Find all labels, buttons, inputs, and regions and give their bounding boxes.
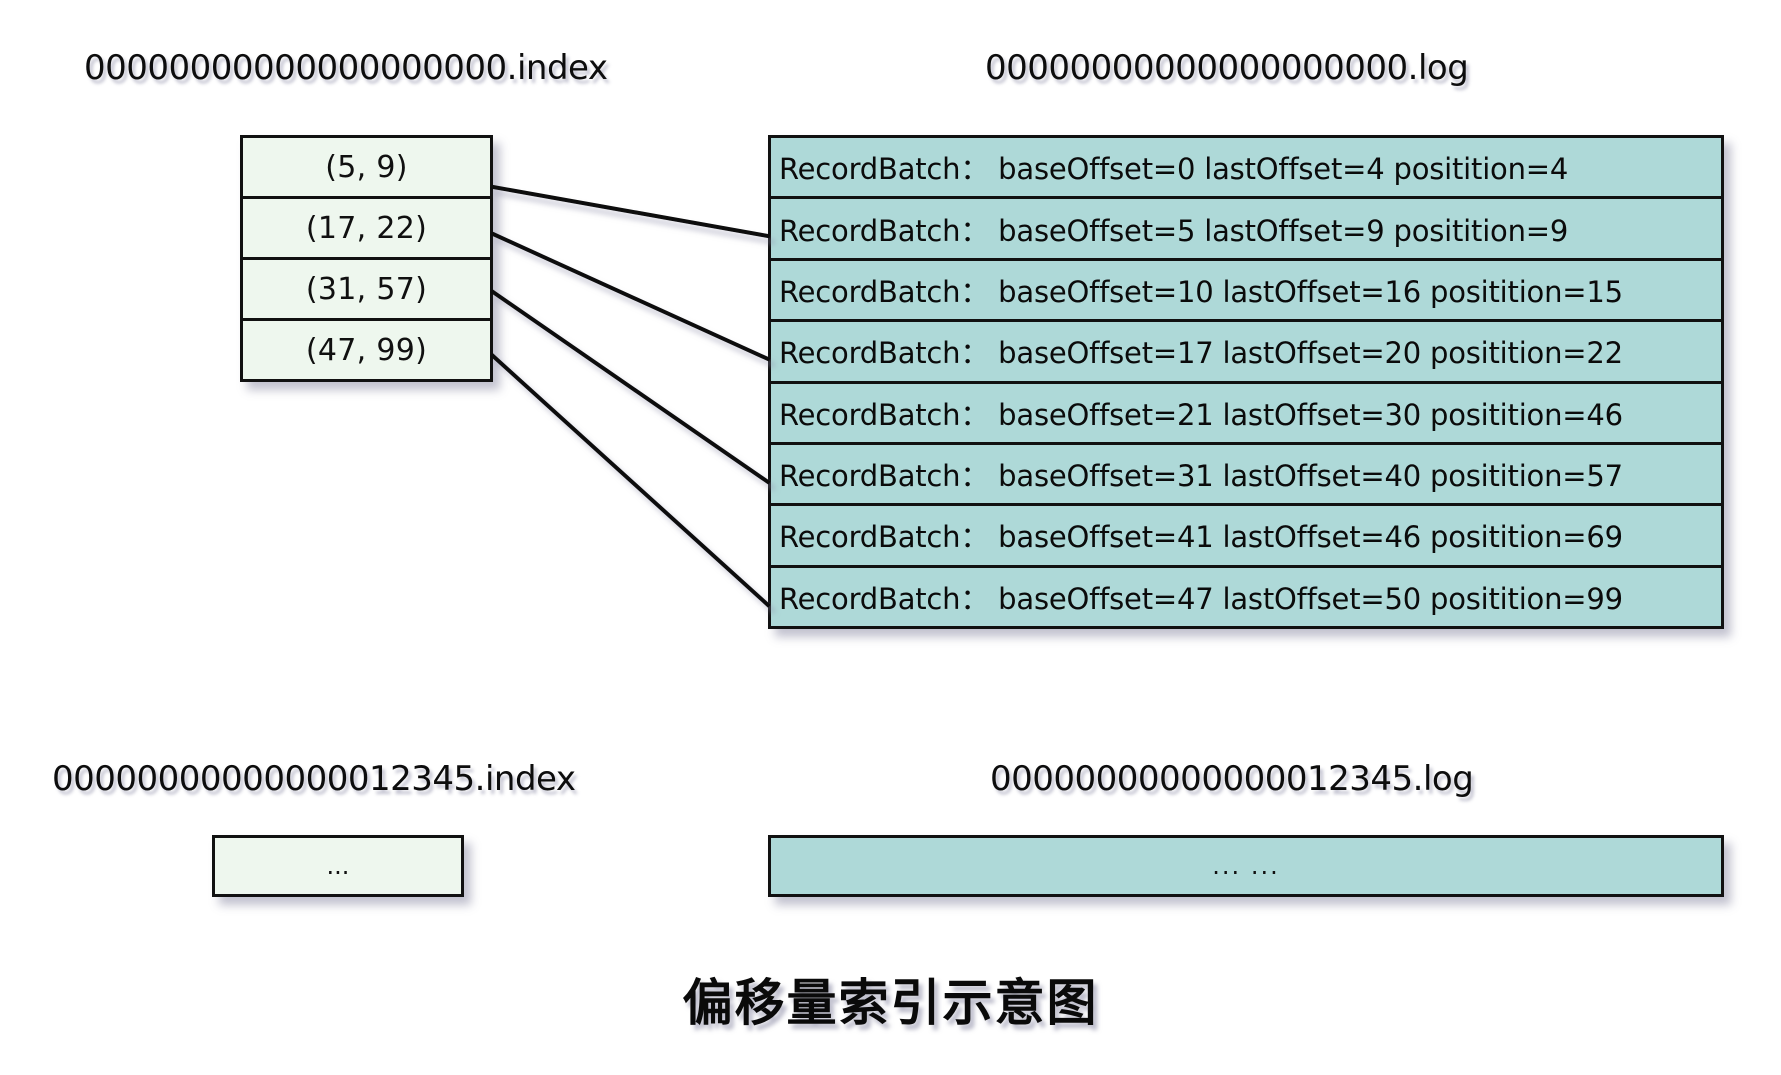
log-record-text: RecordBatch： baseOffset=41 lastOffset=46… [779, 520, 1623, 555]
log-record-text: RecordBatch： baseOffset=10 lastOffset=16… [779, 274, 1623, 309]
connector-line [490, 231, 771, 362]
index-entry-label: (5, 9) [325, 149, 408, 185]
log-table-segment-1: ... ... [768, 835, 1724, 897]
log-record-text: RecordBatch： baseOffset=47 lastOffset=50… [779, 581, 1623, 616]
log-record-row: RecordBatch： baseOffset=41 lastOffset=46… [771, 506, 1721, 568]
log-filename-segment-0: 00000000000000000000.log [985, 48, 1469, 88]
index-table-segment-0: (5, 9) (17, 22) (31, 57) (47, 99) [240, 135, 493, 382]
index-filename-segment-1: 00000000000000012345.index [52, 759, 576, 799]
log-record-row: RecordBatch： baseOffset=0 lastOffset=4 p… [771, 138, 1721, 200]
index-entry-row: (17, 22) [243, 199, 490, 260]
connector-line [490, 289, 771, 485]
log-placeholder-label: ... ... [1212, 852, 1280, 880]
log-record-row: RecordBatch： baseOffset=10 lastOffset=16… [771, 260, 1721, 323]
index-filename-segment-0: 00000000000000000000.index [84, 48, 608, 88]
index-entry-label: (17, 22) [305, 210, 428, 246]
index-table-segment-1: ... [212, 835, 464, 897]
log-record-row: RecordBatch： baseOffset=17 lastOffset=20… [771, 322, 1721, 384]
log-record-text: RecordBatch： baseOffset=17 lastOffset=20… [779, 336, 1623, 371]
log-record-row: RecordBatch： baseOffset=5 lastOffset=9 p… [771, 199, 1721, 261]
index-entry-label: (47, 99) [305, 332, 428, 368]
log-record-row: RecordBatch： baseOffset=31 lastOffset=40… [771, 444, 1721, 507]
index-entry-row: (47, 99) [243, 321, 490, 379]
index-entry-label: (31, 57) [305, 271, 428, 307]
log-record-text: RecordBatch： baseOffset=21 lastOffset=30… [779, 397, 1623, 432]
log-record-row: RecordBatch： baseOffset=47 lastOffset=50… [771, 567, 1721, 626]
log-table-segment-0: RecordBatch： baseOffset=0 lastOffset=4 p… [768, 135, 1724, 629]
index-entry-row: (5, 9) [243, 138, 490, 199]
diagram-title: 偏移量索引示意图 [682, 974, 1099, 1032]
log-record-row: RecordBatch： baseOffset=21 lastOffset=30… [771, 383, 1721, 445]
log-record-text: RecordBatch： baseOffset=0 lastOffset=4 p… [779, 152, 1569, 187]
index-placeholder-label: ... [326, 852, 350, 880]
connector-line [490, 184, 771, 239]
index-entry-row: (31, 57) [243, 260, 490, 321]
connector-line [490, 353, 771, 608]
log-filename-segment-1: 00000000000000012345.log [990, 759, 1474, 799]
log-record-text: RecordBatch： baseOffset=5 lastOffset=9 p… [779, 213, 1569, 248]
log-record-text: RecordBatch： baseOffset=31 lastOffset=40… [779, 459, 1623, 494]
